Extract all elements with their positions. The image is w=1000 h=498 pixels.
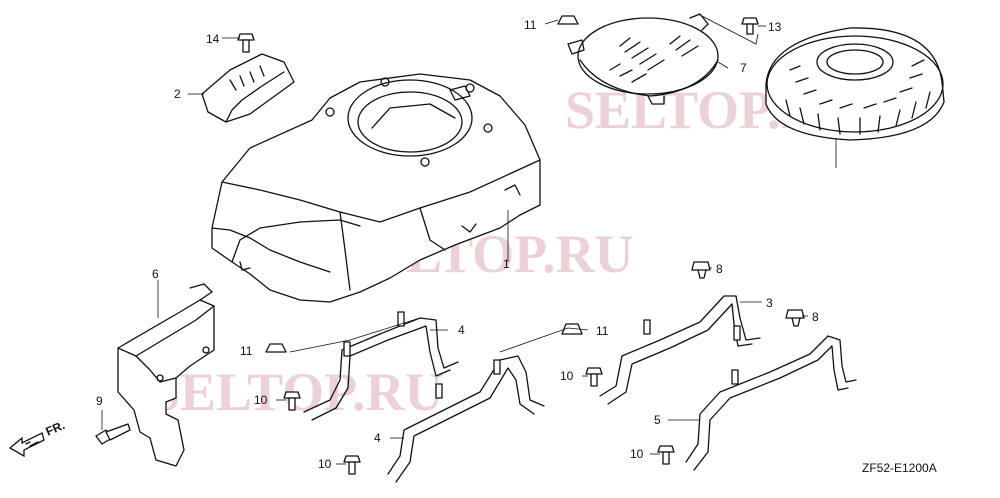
starter-plate-part-7 — [567, 13, 719, 105]
front-direction-arrow: FR. — [8, 418, 67, 458]
bolt-part-9 — [95, 423, 131, 445]
bolt-part-10-b — [343, 455, 361, 475]
callout-9: 9 — [96, 394, 103, 408]
nut-part-11-center — [561, 323, 583, 335]
nut-part-11-top — [557, 15, 579, 25]
bolt-part-10-a — [283, 391, 301, 411]
bolt-part-12 — [741, 17, 759, 35]
bracket-part-4-upper — [303, 311, 459, 421]
callout-11-left: 11 — [240, 344, 253, 358]
side-shroud-part-6 — [117, 283, 215, 467]
callout-2: 2 — [174, 87, 181, 101]
callout-11-center: 11 — [596, 324, 609, 338]
bolt-part-10-c — [585, 367, 603, 387]
bracket-part-3 — [599, 295, 761, 405]
callout-13: 14 — [206, 32, 220, 46]
bolt-part-10-d — [657, 445, 675, 465]
plate-part-2 — [201, 53, 295, 123]
fan-cover-part-1 — [211, 73, 541, 303]
front-direction-label: FR. — [44, 418, 67, 439]
callout-5: 5 — [654, 413, 661, 427]
leader-lines — [101, 13, 837, 465]
bolt-part-13 — [237, 33, 255, 53]
callout-12: 13 — [768, 20, 782, 34]
clip-part-8-lower — [785, 309, 805, 327]
callout-10-left: 10 — [254, 393, 268, 407]
callout-8-lower: 8 — [812, 310, 819, 324]
callout-10-bottom: 10 — [318, 457, 332, 471]
callout-1: 1 — [503, 257, 510, 271]
callout-10-center: 10 — [560, 369, 574, 383]
bracket-part-5 — [685, 335, 857, 471]
clip-part-8-upper — [691, 261, 711, 279]
diagram-code: ZF52-E1200A — [862, 461, 937, 475]
callout-8-upper: 8 — [716, 262, 723, 276]
callout-3: 3 — [766, 296, 773, 310]
callout-4-upper: 4 — [458, 323, 465, 337]
callout-4-lower: 4 — [374, 431, 381, 445]
callout-6: 6 — [152, 267, 159, 281]
callout-11-top: 11 — [524, 18, 537, 32]
recoil-starter-part-14 — [765, 27, 945, 141]
nut-part-11-left — [265, 343, 287, 353]
bracket-part-4-lower — [387, 355, 545, 483]
callout-10-right: 10 — [630, 447, 644, 461]
callout-7: 7 — [740, 61, 747, 75]
callout-labels: 14 2 1 11 7 13 6 8 3 8 4 11 11 10 10 9 5… — [96, 18, 819, 471]
